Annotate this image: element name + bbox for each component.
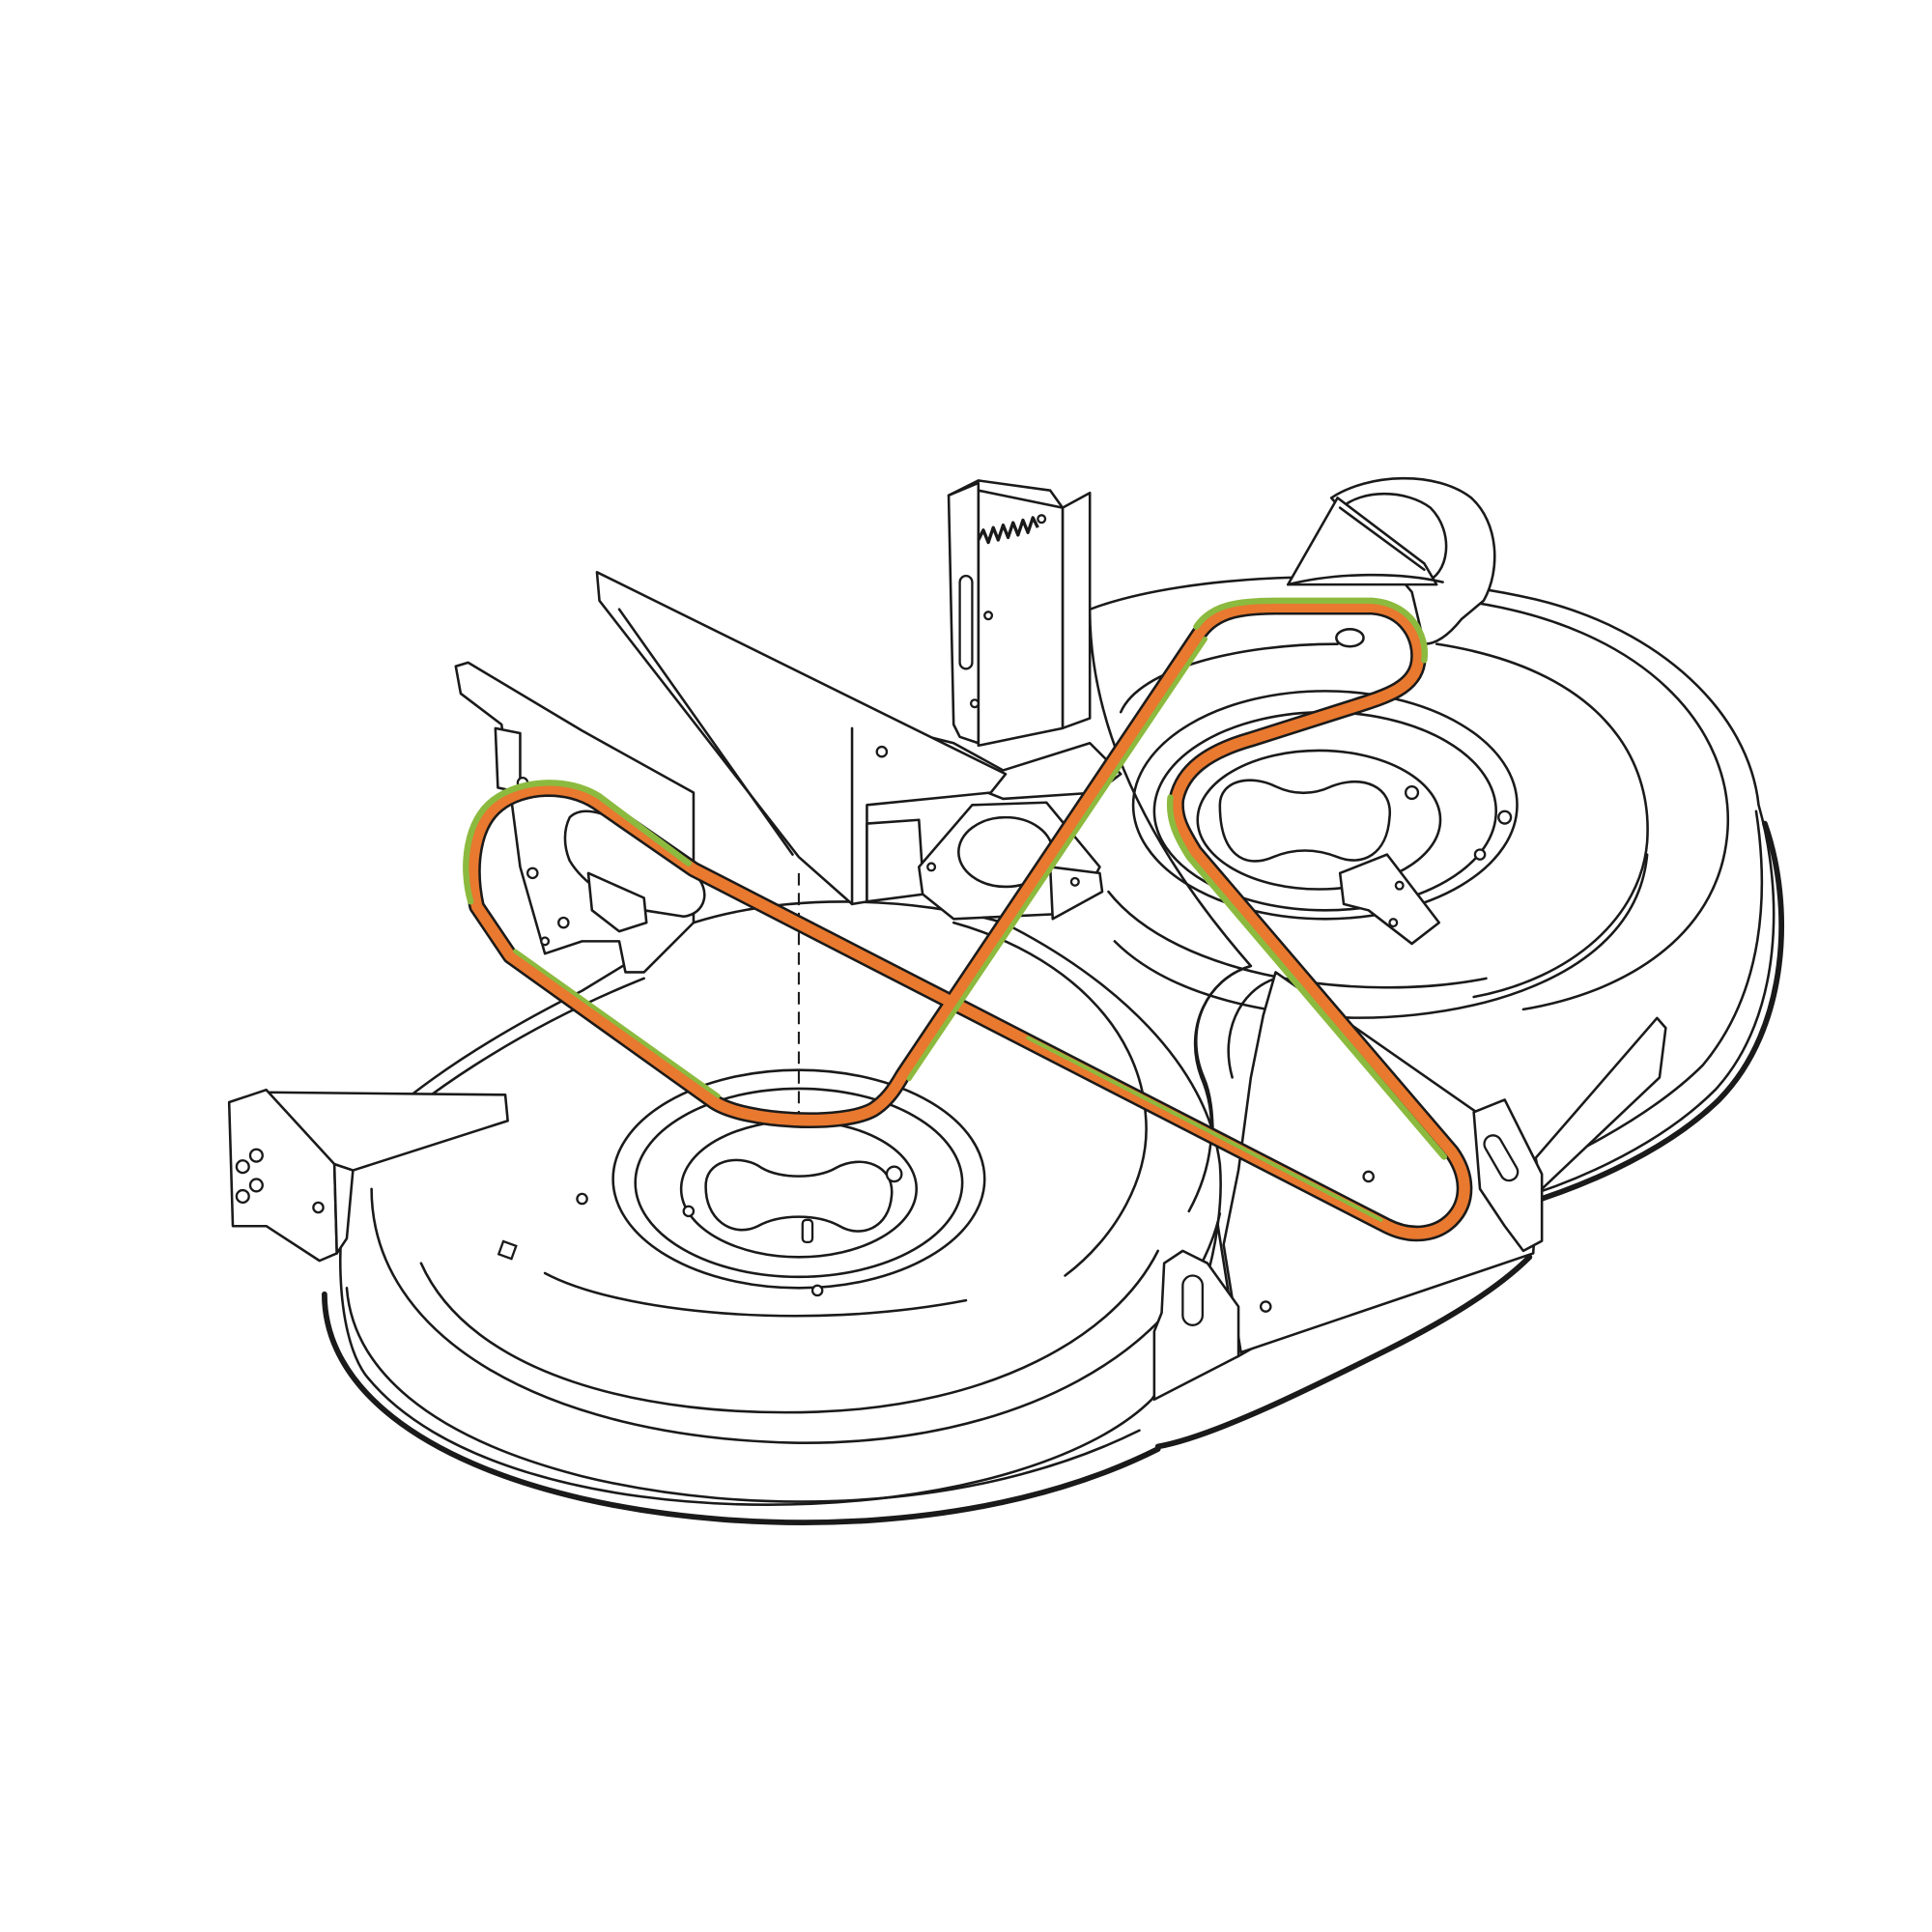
- left-bracket-notch-tab: [586, 871, 648, 933]
- left-deck-hole-2: [682, 1205, 696, 1218]
- mast-top-edge: [947, 479, 1065, 509]
- baffle-fold-line: [617, 608, 794, 856]
- left-deck-square-hole: [497, 1239, 518, 1261]
- left-spindle-cutout: [704, 1158, 894, 1233]
- discharge-chute: [1287, 476, 1496, 645]
- right-bracket-slot: [1483, 1134, 1520, 1182]
- right-dome-ridge-inner: [1435, 642, 1649, 999]
- right-idler-pulley: [1335, 628, 1365, 648]
- left-skirt-bottom-edge: [322, 1291, 1161, 1525]
- chute-front-panel: [1287, 497, 1438, 586]
- front-left-bracket-hole-5: [312, 1201, 325, 1214]
- left-deck-hole-1: [576, 1192, 588, 1206]
- front-left-bracket: [227, 1088, 509, 1263]
- belt-orange-face: [467, 601, 1470, 1239]
- left-spindle-ring-outer: [611, 1068, 986, 1290]
- right-dome-ridge-outer: [1460, 599, 1730, 1011]
- front-left-bracket-hole-4: [248, 1178, 264, 1193]
- front-left-bracket-hole-1: [235, 1159, 250, 1175]
- belt-green-crossing-diagonal: [906, 636, 1208, 1082]
- right-spindle-cutout: [1218, 779, 1391, 863]
- belt-green-top-right: [1193, 597, 1429, 664]
- right-dome-front-arc: [1113, 853, 1649, 1019]
- left-bracket-hole-2: [526, 867, 539, 880]
- right-spindle-ring-inner: [1196, 749, 1442, 891]
- left-dome-arc-inner: [419, 1249, 1159, 1414]
- baffle-hole: [875, 745, 889, 758]
- left-deck-hole-3: [810, 1284, 824, 1297]
- left-bracket-hole-3: [557, 916, 570, 929]
- right-deck-hole-2: [1497, 810, 1513, 825]
- right-dome-upper-arc: [1119, 642, 1339, 714]
- front-left-bracket-hole-3: [235, 1188, 250, 1205]
- bottom-bracket-slot: [1181, 1274, 1205, 1326]
- front-left-bracket-hole-2: [248, 1148, 264, 1163]
- left-dome-arc-outer: [370, 1187, 1222, 1444]
- right-deck-hole-1: [1404, 784, 1420, 801]
- right-bracket-hole-1: [1394, 880, 1405, 891]
- belt-green-long-diagonal-edge: [1026, 1036, 1383, 1222]
- mast-right-side: [1061, 491, 1092, 730]
- idler-mount-hole-2: [926, 862, 937, 872]
- right-bracket-hole-2: [1388, 918, 1399, 928]
- chute-fold-line: [1338, 506, 1426, 572]
- belt-green-left-loop: [463, 780, 693, 905]
- left-skirt-inner-edge: [345, 1287, 1141, 1503]
- right-skirt-bottom-edge: [1522, 820, 1784, 1208]
- front-right-plate-hole-1: [1362, 1170, 1375, 1183]
- center-seam-inner: [1227, 977, 1277, 1079]
- left-bracket-tab: [494, 726, 522, 794]
- baffle-small-panel: [866, 818, 925, 903]
- lift-mast: [947, 479, 1092, 748]
- left-dome-notch-curve: [543, 1271, 968, 1318]
- baffle-plates: [454, 571, 1122, 974]
- chute-bottom-edge: [1287, 573, 1444, 586]
- mast-hole-2: [969, 698, 980, 709]
- mast-slot: [958, 575, 974, 670]
- front-right-assembly: [1152, 971, 1667, 1450]
- left-center-pin: [801, 1218, 814, 1244]
- drive-belt: [463, 597, 1473, 1242]
- front-left-bracket-tab: [332, 1162, 355, 1255]
- center-idler-mount: [918, 801, 1104, 921]
- front-center-skirt-edge: [1154, 1254, 1533, 1450]
- belt-green-right-diagonal: [1166, 794, 1448, 1160]
- idler-mount-bracket: [1048, 866, 1104, 921]
- right-spindle-bracket: [1338, 853, 1441, 946]
- spring-hook: [1037, 514, 1047, 525]
- right-deck-hole-3: [1473, 848, 1487, 861]
- right-spindle-ring-outer: [1131, 690, 1519, 921]
- belt-green-lower-left-diagonal: [513, 949, 721, 1098]
- left-spindle-pin: [885, 1165, 903, 1183]
- left-spindle-ring-middle: [634, 1087, 964, 1279]
- front-left-bracket-side: [227, 1088, 338, 1263]
- left-bracket-hole-4: [540, 936, 551, 947]
- idler-mount-hole-1: [1069, 876, 1080, 887]
- tension-spring: [977, 516, 1039, 545]
- front-right-plate-hole-2: [1259, 1300, 1272, 1313]
- center-seam-outer: [1187, 964, 1253, 1213]
- chute-inner-lip: [1340, 493, 1448, 583]
- mast-hole-1: [983, 611, 994, 621]
